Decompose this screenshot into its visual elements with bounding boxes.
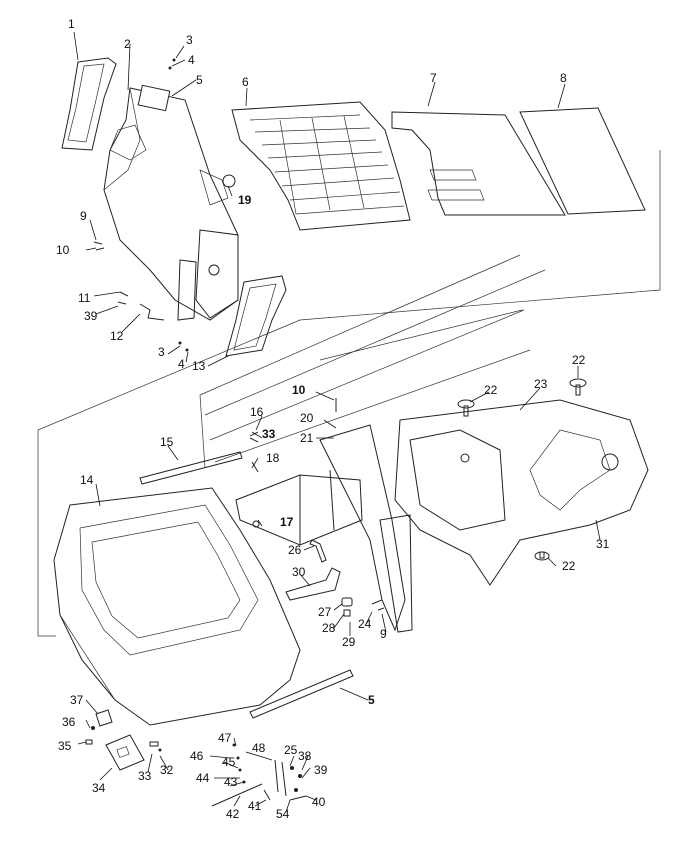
- callout-14: 14: [80, 473, 94, 487]
- callout-5-bold: 5: [368, 693, 375, 707]
- part-backrest-housing: [103, 84, 239, 321]
- callout-8: 8: [560, 71, 567, 85]
- part-seat-cushion: [53, 487, 301, 726]
- callout-42: 42: [226, 807, 240, 821]
- callout-43: 43: [224, 775, 238, 789]
- callout-41: 41: [248, 799, 262, 813]
- callout-10-bold: 10: [292, 383, 306, 397]
- callout-54: 54: [276, 807, 290, 821]
- knob-22-low: [534, 551, 550, 561]
- knob-22-top: [569, 378, 587, 396]
- callout-45: 45: [222, 755, 236, 769]
- assembly-guide-lines: [37, 150, 661, 637]
- leader-lines: [73, 31, 601, 813]
- part-clip: [341, 597, 353, 617]
- callout-3: 3: [186, 33, 193, 47]
- callout-28: 28: [322, 621, 336, 635]
- part-32-33: [149, 741, 162, 752]
- callout-4: 4: [188, 53, 195, 67]
- callout-36: 36: [62, 715, 76, 729]
- part-37: [95, 709, 113, 727]
- callout-33-bold: 33: [262, 427, 276, 441]
- callout-25: 25: [284, 743, 298, 757]
- callout-27: 27: [318, 605, 332, 619]
- part-side-panel: [225, 275, 287, 357]
- callout-40: 40: [312, 795, 326, 809]
- callout-13: 13: [192, 359, 206, 373]
- callout-46: 46: [190, 749, 204, 763]
- callout-9-lower: 9: [380, 627, 387, 641]
- callout-12: 12: [110, 329, 124, 343]
- part-35: [85, 739, 93, 745]
- part-base-plate: [394, 399, 649, 586]
- callout-39: 39: [84, 309, 98, 323]
- callout-30: 30: [292, 565, 306, 579]
- callout-3-lower: 3: [158, 345, 165, 359]
- callout-15: 15: [160, 435, 174, 449]
- part-handle: [285, 567, 341, 601]
- part-seat-frame: [235, 424, 413, 633]
- callout-44: 44: [196, 771, 210, 785]
- callout-29: 29: [342, 635, 356, 649]
- part-latch-plate: [105, 734, 145, 771]
- callout-23: 23: [534, 377, 548, 391]
- part-armrest-panel: [61, 57, 117, 151]
- callout-7: 7: [430, 71, 437, 85]
- callout-4-lower: 4: [178, 357, 185, 371]
- callout-39-lower: 39: [314, 763, 328, 777]
- callout-18: 18: [266, 451, 280, 465]
- part-rod-upper: [139, 451, 243, 485]
- callout-37: 37: [70, 693, 84, 707]
- part-backing-plate: [391, 111, 566, 216]
- callout-21: 21: [300, 431, 314, 445]
- callout-35: 35: [58, 739, 72, 753]
- callout-19: 19: [238, 193, 252, 207]
- part-bolt: [309, 539, 327, 563]
- callout-1: 1: [68, 17, 75, 31]
- callout-26: 26: [288, 543, 302, 557]
- part-grille-plate: [231, 101, 411, 231]
- callout-24: 24: [358, 617, 372, 631]
- part-rod-lower: [249, 669, 354, 719]
- callout-6: 6: [242, 75, 249, 89]
- callout-10: 10: [56, 243, 70, 257]
- callout-22-mid: 22: [484, 383, 498, 397]
- callout-47: 47: [218, 731, 232, 745]
- part-36: [91, 726, 95, 730]
- callout-9: 9: [80, 209, 87, 223]
- callout-2: 2: [124, 37, 131, 51]
- callout-33: 33: [138, 769, 152, 783]
- callout-11: 11: [78, 291, 91, 305]
- callout-17-bold: 17: [280, 515, 294, 529]
- callout-48: 48: [252, 741, 266, 755]
- callout-32: 32: [160, 763, 174, 777]
- callout-34: 34: [92, 781, 106, 795]
- callout-labels: 1 2 3 4 5 6 7 8 19 9 10 11 39 12 3 4 13 …: [56, 17, 610, 821]
- callout-38: 38: [298, 749, 312, 763]
- callout-16: 16: [250, 405, 264, 419]
- callout-31: 31: [596, 537, 610, 551]
- callout-22-low: 22: [562, 559, 576, 573]
- callout-5: 5: [196, 73, 203, 87]
- small-fasteners-top: [93, 58, 385, 611]
- callout-22-top: 22: [572, 353, 586, 367]
- knob-22-mid: [457, 399, 475, 417]
- callout-20: 20: [300, 411, 314, 425]
- part-cover-plate: [519, 107, 646, 215]
